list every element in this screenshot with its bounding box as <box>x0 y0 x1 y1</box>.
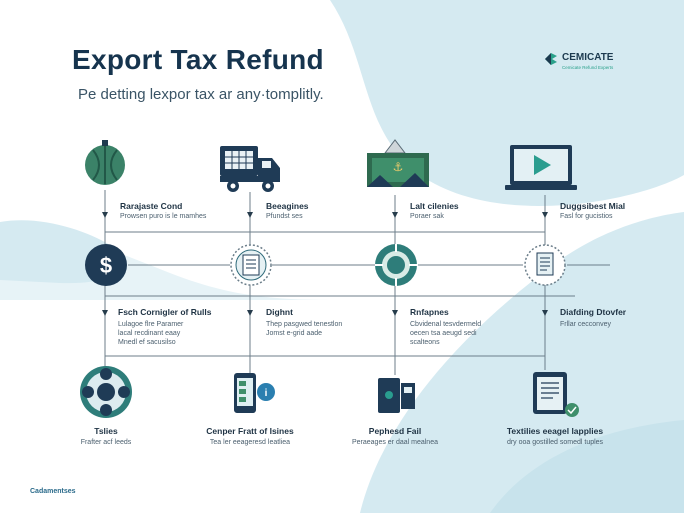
step-description: oecen tsa aeugd sedi <box>410 330 477 337</box>
step-description: Lulagoe flre Paramer <box>118 321 184 328</box>
step-label: Lalt cilenies <box>410 201 459 211</box>
step-description: Poraer sak <box>410 213 444 220</box>
step-description: Frafter acf leeds <box>80 439 132 446</box>
page-subtitle: Pe detting lexpor tax ar any·tomplitly. <box>78 86 324 103</box>
step-label: Pephesd Fail <box>368 426 422 436</box>
step-description: Peraeages er daal mealnea <box>351 439 438 446</box>
step-description: Prowsen puro is le mamhes <box>120 213 207 220</box>
step-label: Diafding Dtovfer <box>560 307 627 317</box>
footer-text: Cadamentses <box>30 488 76 495</box>
step-label: Tslies <box>94 426 118 436</box>
step-description: dry ooa gostilled somedl tuples <box>506 439 604 446</box>
dollar-coin-icon: $ <box>85 244 127 286</box>
step-description: Tea ler eeageresd leatliea <box>209 439 291 446</box>
arrow-heads <box>102 212 548 316</box>
brand-logo: CEMICATE Cemicate Refund Experts <box>542 48 642 78</box>
melon-icon <box>85 140 125 185</box>
target-approval-icon <box>375 244 417 286</box>
step-description: lacal recdinant eaay <box>118 330 181 337</box>
step-description: Thep pasgwed tenestlon <box>266 321 343 328</box>
step-description: Fasl for gucistios <box>560 213 613 220</box>
step-label: Beeagines <box>266 201 309 211</box>
mobile-payment-icon: i <box>234 373 275 413</box>
svg-text:⚓: ⚓ <box>393 160 404 174</box>
brand-name: CEMICATE <box>562 52 614 63</box>
brand-mark-icon <box>545 53 557 65</box>
step-label: Rarajaste Cond <box>120 201 183 211</box>
step-label: Textilies eeagel lapplies <box>506 426 604 436</box>
step-label: Duggsibest Mial <box>560 201 626 211</box>
smart-meter-icon <box>378 378 415 413</box>
invoice-scanner-icon <box>230 244 272 286</box>
step-description: Jomst e-grid aade <box>266 330 323 337</box>
checklist-clipboard-icon <box>533 372 579 417</box>
step-label: Cenper Fratt of Isines <box>206 426 294 436</box>
step-label: Dighnt <box>266 307 293 317</box>
page-title: Export Tax Refund <box>72 44 324 75</box>
step-description: Pfundst ses <box>266 213 303 220</box>
step-label: Fsch Cornigler of Rulls <box>118 307 212 317</box>
step-description: scalteons <box>410 339 440 346</box>
network-hub-icon <box>80 366 132 418</box>
customs-document-icon: ⚓ <box>367 139 429 187</box>
report-circle-icon <box>524 244 566 286</box>
step-description: Mnedl ef sacusilso <box>118 339 176 346</box>
delivery-truck-icon <box>220 146 280 192</box>
step-description: Cbvidenal tesvdermeld <box>410 321 482 328</box>
video-monitor-icon <box>505 145 577 190</box>
brand-tagline: Cemicate Refund Experts <box>562 65 614 70</box>
svg-text:i: i <box>265 388 268 399</box>
step-description: Frllar cecconvey <box>560 321 611 328</box>
svg-text:$: $ <box>100 253 112 278</box>
step-label: Rnfapnes <box>410 307 449 317</box>
